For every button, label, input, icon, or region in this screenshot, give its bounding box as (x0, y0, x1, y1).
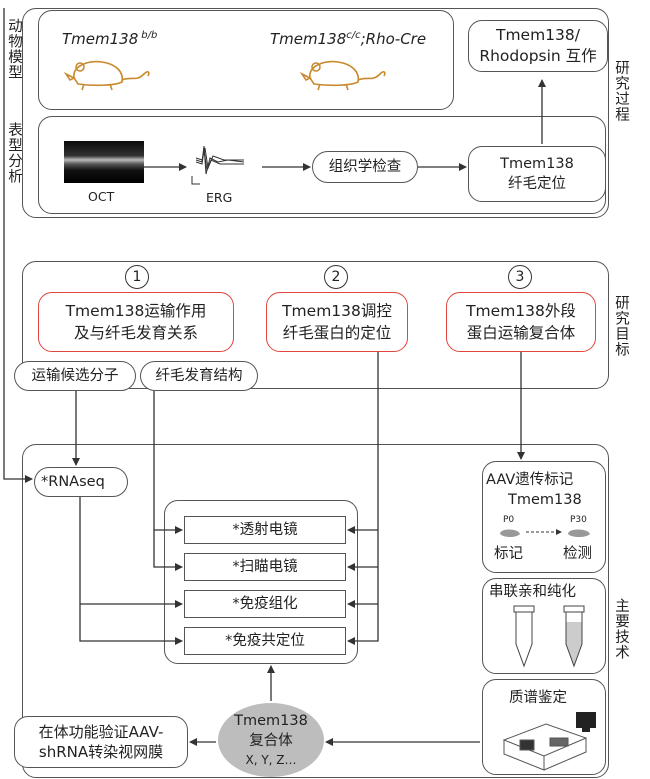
ihc-box: *免疫组化 (184, 590, 346, 618)
goal-2-line2: 纤毛蛋白的定位 (282, 324, 392, 342)
oct-image (64, 141, 144, 183)
goal-1-line1: Tmem138运输作用 (65, 302, 207, 320)
invivo-line2: shRNA转染视网膜 (38, 743, 164, 761)
tandem-purification-panel (482, 578, 606, 674)
cilia-structure-box: 纤毛发育结构 (140, 361, 258, 391)
erg-waveform (191, 145, 245, 185)
animal-model-panel (38, 10, 454, 110)
coloc-box: *免疫共定位 (184, 627, 346, 655)
mouse-model-2-label: Tmem138c/c;Rho-Cre (270, 30, 427, 48)
research-process-label: 研究过程 (613, 60, 629, 122)
aav-labeling-panel (482, 461, 606, 573)
tem-box: *透射电镜 (184, 516, 346, 544)
sem-box: *扫瞄电镜 (184, 553, 346, 581)
p30-mouse-icon (568, 529, 590, 537)
complex-line2: 复合体 (249, 732, 293, 749)
tube-icon-1 (513, 605, 535, 668)
goal-2-line1: Tmem138调控 (282, 302, 392, 320)
p0-label: P0 (503, 515, 515, 525)
goal-3-number: 3 (508, 265, 532, 289)
histology-box: 组织学检查 (312, 151, 418, 183)
goal-1-line2: 及与纤毛发育关系 (73, 324, 198, 342)
erg-label: ERG (206, 190, 233, 205)
rnaseq-box: *RNAseq (34, 467, 128, 497)
goal-3-line1: Tmem138外段 (466, 302, 576, 320)
goal-3-line2: 蛋白运输复合体 (466, 324, 576, 342)
mass-spec-title: 质谱鉴定 (509, 690, 567, 706)
cilia-loc-line1: Tmem138 (500, 156, 574, 172)
research-goals-label: 研究目标 (613, 295, 629, 357)
transport-candidates-box: 运输候选分子 (14, 361, 136, 391)
in-vivo-validation-box: 在体功能验证AAV- shRNA转染视网膜 (14, 716, 188, 768)
progress-arrow (526, 529, 562, 535)
aav-title-line1: AAV遗传标记 (486, 472, 574, 488)
oct-label: OCT (88, 189, 115, 204)
complex-line3: X, Y, Z… (245, 752, 297, 767)
cilia-loc-line2: 纤毛定位 (508, 176, 566, 192)
invivo-line1: 在体功能验证AAV- (38, 723, 164, 741)
interaction-line2: Rhodopsin 互作 (479, 47, 597, 65)
tandem-title: 串联亲和纯化 (489, 584, 576, 600)
goal-1-number: 1 (125, 265, 149, 289)
main-techniques-label: 主要技术 (613, 598, 629, 660)
label-step: 标记 (494, 546, 523, 562)
mouse-icon-1 (63, 60, 150, 91)
goal-2-number: 2 (324, 265, 348, 289)
p0-mouse-icon (500, 529, 520, 537)
tmem138-rhodopsin-interaction-box: Tmem138/ Rhodopsin 互作 (468, 20, 608, 72)
cilia-localization-box: Tmem138 纤毛定位 (468, 146, 606, 202)
mass-spectrometer-icon (502, 712, 596, 771)
interaction-line1: Tmem138/ (495, 26, 580, 44)
p30-label: P30 (570, 515, 587, 525)
mouse-icon-2 (299, 60, 386, 91)
aav-title-line2: Tmem138 (508, 492, 582, 508)
goal-2-box: Tmem138调控 纤毛蛋白的定位 (266, 292, 408, 352)
tube-icon-2 (563, 605, 585, 668)
goal-1-box: Tmem138运输作用 及与纤毛发育关系 (38, 292, 234, 352)
complex-line1: Tmem138 (234, 712, 308, 729)
detect-step: 检测 (563, 546, 592, 562)
tmem138-complex-ellipse: Tmem138 复合体 X, Y, Z… (218, 703, 324, 777)
goal-3-box: Tmem138外段 蛋白运输复合体 (446, 292, 596, 352)
